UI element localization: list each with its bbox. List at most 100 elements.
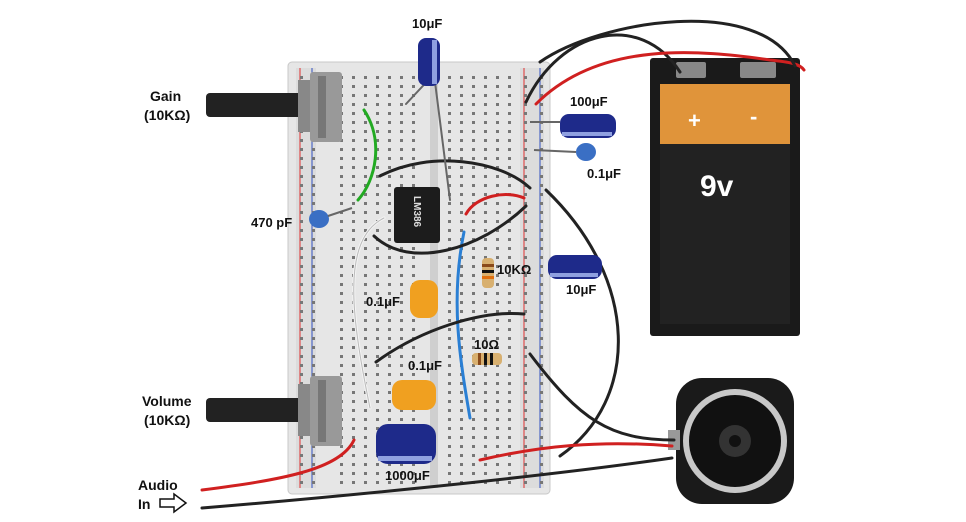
breadboard-hole bbox=[388, 346, 391, 349]
breadboard-hole bbox=[388, 175, 391, 178]
breadboard-hole bbox=[376, 184, 379, 187]
breadboard-hole bbox=[364, 355, 367, 358]
breadboard-hole bbox=[388, 328, 391, 331]
breadboard-hole bbox=[376, 301, 379, 304]
breadboard-hole bbox=[540, 355, 543, 358]
breadboard-hole bbox=[448, 256, 451, 259]
breadboard-hole bbox=[540, 238, 543, 241]
breadboard-hole bbox=[448, 148, 451, 151]
breadboard-hole bbox=[352, 328, 355, 331]
breadboard-hole bbox=[376, 355, 379, 358]
breadboard-hole bbox=[400, 418, 403, 421]
breadboard-hole bbox=[340, 472, 343, 475]
breadboard-hole bbox=[460, 391, 463, 394]
breadboard-hole bbox=[312, 148, 315, 151]
breadboard-hole bbox=[388, 400, 391, 403]
breadboard-hole bbox=[364, 427, 367, 430]
breadboard-hole bbox=[364, 175, 367, 178]
breadboard-hole bbox=[312, 184, 315, 187]
breadboard-hole bbox=[352, 373, 355, 376]
breadboard-hole bbox=[496, 121, 499, 124]
breadboard-hole bbox=[472, 265, 475, 268]
audio-in-arrow-icon bbox=[159, 492, 188, 514]
breadboard-hole bbox=[540, 337, 543, 340]
breadboard-hole bbox=[340, 301, 343, 304]
breadboard-hole bbox=[484, 211, 487, 214]
breadboard-hole bbox=[376, 94, 379, 97]
breadboard-hole bbox=[496, 427, 499, 430]
label-10uf-top: 10μF bbox=[412, 16, 442, 31]
breadboard-hole bbox=[524, 157, 527, 160]
breadboard-hole bbox=[400, 184, 403, 187]
breadboard-hole bbox=[484, 427, 487, 430]
breadboard-hole bbox=[524, 103, 527, 106]
breadboard-hole bbox=[300, 148, 303, 151]
breadboard-hole bbox=[508, 463, 511, 466]
breadboard-hole bbox=[460, 409, 463, 412]
breadboard-hole bbox=[352, 364, 355, 367]
breadboard-hole bbox=[312, 175, 315, 178]
breadboard-hole bbox=[484, 346, 487, 349]
breadboard-hole bbox=[508, 409, 511, 412]
breadboard-hole bbox=[484, 391, 487, 394]
breadboard-hole bbox=[496, 283, 499, 286]
breadboard-hole bbox=[352, 256, 355, 259]
breadboard-hole bbox=[312, 292, 315, 295]
breadboard-hole bbox=[448, 130, 451, 133]
breadboard-hole bbox=[472, 94, 475, 97]
breadboard-hole bbox=[540, 193, 543, 196]
breadboard-hole bbox=[460, 166, 463, 169]
breadboard-hole bbox=[484, 310, 487, 313]
breadboard-hole bbox=[388, 211, 391, 214]
breadboard-hole bbox=[400, 121, 403, 124]
breadboard-hole bbox=[312, 238, 315, 241]
breadboard-hole bbox=[376, 337, 379, 340]
breadboard-hole bbox=[388, 85, 391, 88]
breadboard-hole bbox=[496, 184, 499, 187]
breadboard-hole bbox=[540, 103, 543, 106]
battery-minus-label: - bbox=[750, 104, 757, 129]
breadboard-hole bbox=[388, 337, 391, 340]
breadboard-hole bbox=[340, 337, 343, 340]
breadboard-hole bbox=[388, 130, 391, 133]
breadboard-hole bbox=[300, 265, 303, 268]
breadboard-hole bbox=[484, 373, 487, 376]
breadboard-hole bbox=[540, 220, 543, 223]
breadboard-hole bbox=[524, 454, 527, 457]
breadboard-hole bbox=[352, 382, 355, 385]
breadboard-hole bbox=[400, 139, 403, 142]
label-10k: 10KΩ bbox=[497, 262, 531, 277]
breadboard-hole bbox=[508, 229, 511, 232]
breadboard-hole bbox=[364, 220, 367, 223]
breadboard-hole bbox=[472, 247, 475, 250]
breadboard-hole bbox=[364, 454, 367, 457]
capacitor-1000uf bbox=[376, 424, 436, 464]
breadboard-hole bbox=[448, 310, 451, 313]
breadboard-hole bbox=[484, 445, 487, 448]
breadboard-hole bbox=[412, 121, 415, 124]
breadboard-hole bbox=[484, 157, 487, 160]
breadboard-hole bbox=[300, 382, 303, 385]
breadboard-hole bbox=[496, 85, 499, 88]
breadboard-hole bbox=[448, 301, 451, 304]
breadboard-hole bbox=[364, 346, 367, 349]
breadboard-hole bbox=[472, 472, 475, 475]
breadboard-hole bbox=[484, 328, 487, 331]
breadboard-hole bbox=[460, 292, 463, 295]
breadboard-hole bbox=[472, 256, 475, 259]
breadboard-hole bbox=[496, 247, 499, 250]
breadboard-hole bbox=[388, 220, 391, 223]
breadboard-hole bbox=[364, 481, 367, 484]
breadboard-hole bbox=[540, 481, 543, 484]
breadboard-hole bbox=[400, 463, 403, 466]
breadboard-hole bbox=[340, 445, 343, 448]
breadboard-hole bbox=[508, 400, 511, 403]
breadboard-hole bbox=[484, 409, 487, 412]
breadboard-hole bbox=[448, 121, 451, 124]
breadboard-hole bbox=[300, 256, 303, 259]
breadboard-hole bbox=[364, 229, 367, 232]
breadboard-hole bbox=[496, 229, 499, 232]
breadboard-hole bbox=[448, 265, 451, 268]
breadboard-hole bbox=[484, 184, 487, 187]
breadboard-hole bbox=[364, 292, 367, 295]
